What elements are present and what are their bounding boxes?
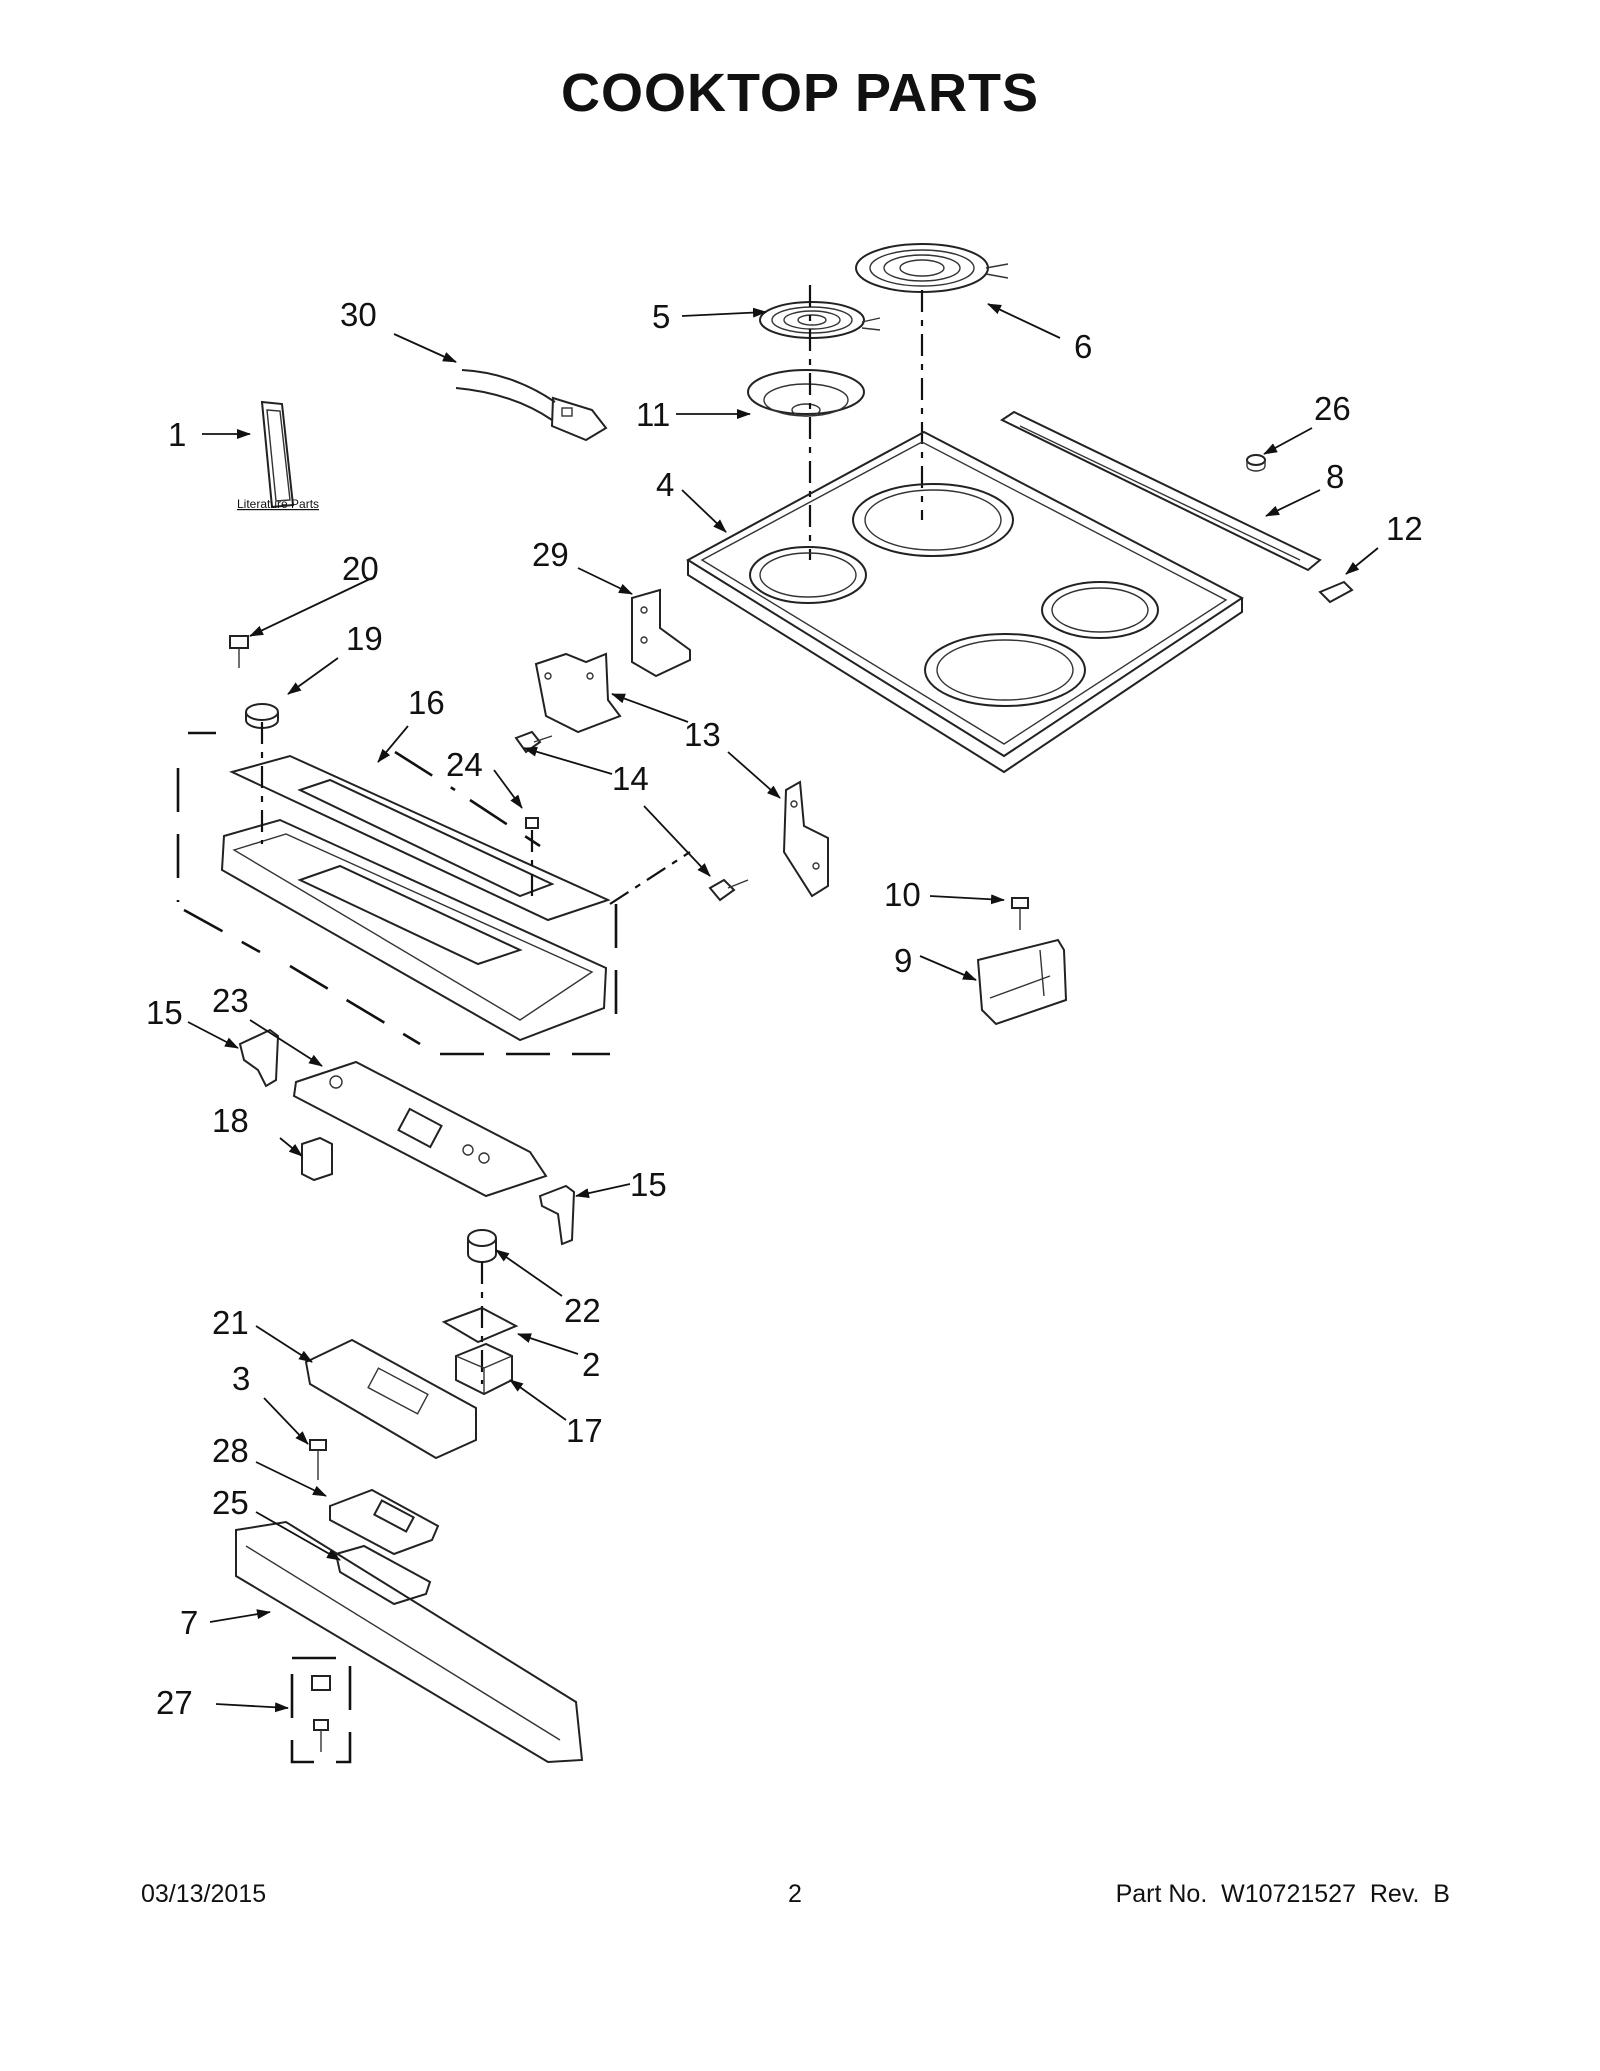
- callout-15-lower: 15: [630, 1166, 667, 1203]
- callout-6: 6: [1074, 328, 1092, 365]
- part-18-relay: [301, 1136, 333, 1182]
- part-10-screw: [1011, 897, 1029, 930]
- part-26-bumper: [1246, 454, 1266, 472]
- part-3-screw: [309, 1439, 327, 1480]
- part-23-control-mount: [292, 1060, 548, 1198]
- part-5-surface-element-small: [759, 301, 881, 339]
- callout-16: 16: [408, 684, 445, 721]
- callout-22: 22: [564, 1292, 601, 1329]
- part-24-clip: [525, 817, 539, 829]
- callout-23: 23: [212, 982, 249, 1019]
- part-14-screw-upper: [514, 730, 553, 754]
- callout-9: 9: [894, 942, 912, 979]
- part-4-cooktop: [686, 430, 1244, 774]
- callout-18: 18: [212, 1102, 249, 1139]
- part-2-insulator: [441, 1306, 519, 1344]
- part-15-bracket-lower: [538, 1184, 576, 1246]
- part-13-bracket-right: [782, 780, 829, 898]
- callout-20: 20: [342, 550, 379, 587]
- part-9-bracket: [976, 938, 1068, 1026]
- part-17-switch: [455, 1342, 513, 1396]
- callout-14: 14: [612, 760, 649, 797]
- part-1-literature: Literature Parts: [237, 400, 319, 511]
- callout-25: 25: [212, 1484, 249, 1521]
- callout-24: 24: [446, 746, 483, 783]
- callout-15-upper: 15: [146, 994, 183, 1031]
- part-29-bracket: [631, 588, 691, 678]
- callout-8: 8: [1326, 458, 1344, 495]
- part-8-vent-trim: [999, 410, 1322, 572]
- part-15-bracket-upper: [238, 1028, 280, 1088]
- callout-11: 11: [636, 396, 670, 433]
- callout-28: 28: [212, 1432, 249, 1469]
- footer-page-number: 2: [788, 1880, 802, 1908]
- callout-26: 26: [1314, 390, 1351, 427]
- callout-5: 5: [652, 298, 670, 335]
- callout-4: 4: [656, 466, 674, 503]
- page-title: COOKTOP PARTS: [560, 63, 1040, 123]
- part-16-control-panel: [220, 754, 611, 1042]
- part-27-fastener-kit: [290, 1656, 352, 1764]
- callout-2: 2: [582, 1346, 600, 1383]
- callout-10: 10: [884, 876, 921, 913]
- part-25-bracket: [334, 1544, 432, 1606]
- callout-3: 3: [232, 1360, 250, 1397]
- callout-13: 13: [684, 716, 721, 753]
- part-6-surface-element-large: [855, 243, 1009, 293]
- part-20-screw: [229, 635, 249, 668]
- part-13-bracket-left: [534, 652, 622, 734]
- part-7-panel-trim: [235, 1520, 584, 1764]
- footer-date: 03/13/2015: [141, 1880, 267, 1908]
- part-11-drip-bowl: [747, 369, 865, 417]
- callout-1: 1: [168, 416, 186, 453]
- part-28-board: [329, 1488, 440, 1556]
- callout-arrows: [187, 303, 1379, 1713]
- footer-part-number: Part No. W10721527 Rev. B: [1115, 1880, 1450, 1908]
- part-12-clip: [1318, 580, 1354, 604]
- callout-12: 12: [1386, 510, 1423, 547]
- callout-29: 29: [532, 536, 569, 573]
- callout-27: 27: [156, 1684, 193, 1721]
- part-30-wire-harness: [455, 369, 608, 442]
- literature-parts-label: Literature Parts: [237, 497, 319, 511]
- part-14-screw-lower: [708, 878, 749, 902]
- callout-17: 17: [566, 1412, 603, 1449]
- callout-7: 7: [180, 1604, 198, 1641]
- part-21-control-board: [304, 1338, 477, 1460]
- part-22-spacer: [467, 1229, 497, 1263]
- callout-19: 19: [346, 620, 383, 657]
- callout-21: 21: [212, 1304, 249, 1341]
- callout-30: 30: [340, 296, 377, 333]
